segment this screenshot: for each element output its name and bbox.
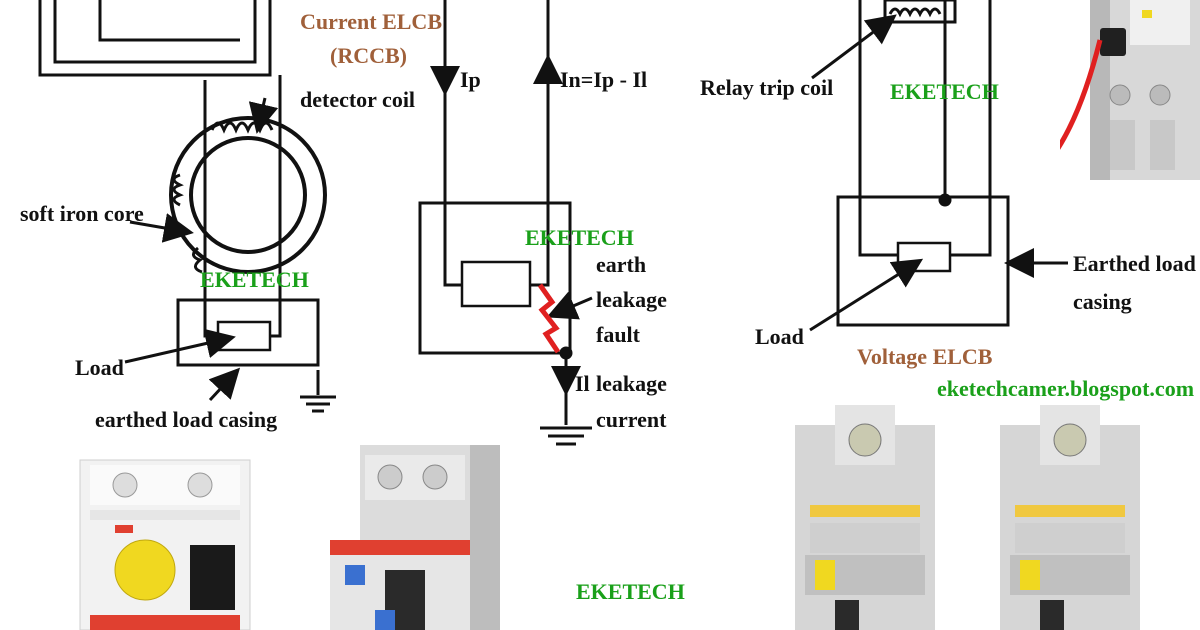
blog-url: eketechcamer.blogspot.com bbox=[937, 376, 1195, 401]
earthed-load-label-1: Earthed load bbox=[1073, 251, 1196, 276]
left-load-pointer bbox=[124, 328, 236, 364]
left-ground-symbol bbox=[300, 395, 336, 413]
breaker-photo-top-right bbox=[1060, 0, 1200, 180]
right-watermark: EKETECH bbox=[890, 79, 999, 104]
right-junction-dot bbox=[938, 193, 952, 207]
core-pointer bbox=[129, 213, 194, 243]
toroid-core bbox=[169, 116, 327, 274]
breaker-photo-yellow bbox=[75, 450, 255, 630]
current-elcb-title: Current ELCB bbox=[300, 9, 442, 34]
bottom-watermark: EKETECH bbox=[576, 579, 685, 604]
left-casing-pointer bbox=[208, 367, 241, 402]
relay-trip-coil-label: Relay trip coil bbox=[700, 75, 834, 100]
middle-ground-symbol bbox=[540, 426, 592, 446]
breaker-photo-grey-2 bbox=[1000, 405, 1140, 630]
middle-watermark: EKETECH bbox=[525, 225, 634, 250]
earthed-load-casing-label: earthed load casing bbox=[95, 407, 278, 432]
right-load-label: Load bbox=[755, 324, 804, 349]
fault-spark bbox=[537, 283, 561, 354]
il-label: Il bbox=[575, 371, 590, 396]
in-formula-label: In=Ip - Il bbox=[560, 67, 648, 92]
leakage-current-label-1: leakage bbox=[596, 371, 667, 396]
left-wiring bbox=[38, 0, 282, 310]
detector-coil-label: detector coil bbox=[300, 87, 416, 112]
left-watermark: EKETECH bbox=[200, 267, 309, 292]
earthed-load-label-2: casing bbox=[1073, 289, 1132, 314]
left-load-casing bbox=[176, 298, 320, 395]
ip-label: Ip bbox=[460, 67, 481, 92]
relay-coil-pointer bbox=[811, 14, 897, 80]
fault-label: fault bbox=[596, 322, 640, 347]
fault-junction-dot bbox=[559, 346, 573, 360]
rccb-subtitle: (RCCB) bbox=[330, 43, 407, 68]
soft-iron-core-label: soft iron core bbox=[20, 201, 144, 226]
fault-pointer bbox=[546, 291, 593, 320]
right-wiring bbox=[836, 0, 1010, 327]
detector-coil-pointer bbox=[248, 97, 279, 134]
voltage-elcb-title: Voltage ELCB bbox=[857, 344, 993, 369]
leakage-current-label-2: current bbox=[596, 407, 667, 432]
earth-label: earth bbox=[596, 252, 647, 277]
breaker-photo-grey-1 bbox=[795, 405, 935, 630]
right-load-pointer bbox=[809, 258, 924, 332]
breaker-photo-red-stripe bbox=[330, 445, 505, 630]
middle-wiring bbox=[418, 0, 581, 425]
leakage-label: leakage bbox=[596, 287, 667, 312]
left-load-label: Load bbox=[75, 355, 124, 380]
